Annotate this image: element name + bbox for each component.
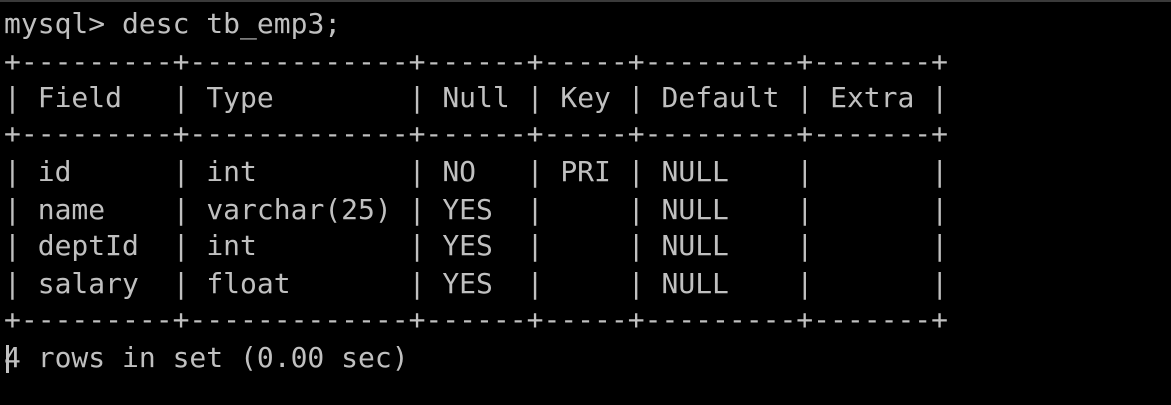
table-row: | salary | float | YES | | NULL | | [4, 267, 949, 300]
cell-field: salary [37, 267, 139, 300]
header-field: Field [37, 81, 123, 114]
header-default: Default [661, 81, 780, 114]
command-line: mysql> desc tb_emp3; [4, 6, 341, 42]
table-row: | name | varchar(25) | YES | | NULL | | [4, 193, 949, 226]
table-row: | deptId | int | YES | | NULL | | [4, 229, 949, 262]
cell-default: NULL [661, 267, 729, 300]
table-border-top: +---------+-------------+------+-----+--… [4, 45, 949, 78]
cell-default: NULL [661, 193, 729, 226]
command-text: desc tb_emp3; [122, 7, 342, 40]
cell-default: NULL [661, 155, 729, 188]
cell-null: NO [442, 155, 477, 188]
cell-field: id [37, 155, 72, 188]
table-border-mid: +---------+-------------+------+-----+--… [4, 117, 949, 150]
table-border-bottom: +---------+-------------+------+-----+--… [4, 303, 949, 336]
cell-null: YES [442, 229, 493, 262]
header-type: Type [206, 81, 274, 114]
cell-field: name [37, 193, 106, 226]
result-summary: 4 rows in set (0.00 sec) [4, 341, 409, 374]
header-null: Null [442, 81, 510, 114]
header-extra: Extra [830, 81, 915, 114]
header-key: Key [560, 81, 611, 114]
cell-null: YES [442, 193, 493, 226]
mysql-prompt: mysql> [4, 7, 106, 40]
table-header-row: | Field | Type | Null | Key | Default | … [4, 81, 949, 114]
cell-type: float [206, 267, 291, 300]
cell-type: varchar(25) [206, 193, 392, 226]
cell-null: YES [442, 267, 493, 300]
cell-field: deptId [37, 229, 139, 262]
cell-type: int [206, 229, 257, 262]
cell-type: int [206, 155, 257, 188]
cell-key: PRI [560, 155, 611, 188]
cell-default: NULL [661, 229, 729, 262]
text-cursor [6, 345, 9, 373]
table-row: | id | int | NO | PRI | NULL | | [4, 155, 949, 188]
